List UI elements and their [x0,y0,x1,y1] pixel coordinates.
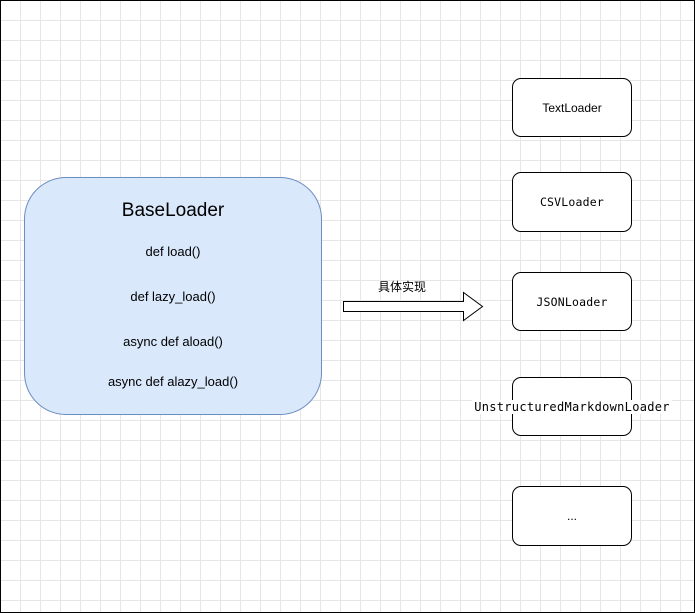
arrow-shape [343,291,484,322]
method-load: def load() [145,244,201,259]
loader-box-text: TextLoader [512,78,632,137]
method-lazy-load: def lazy_load() [130,289,216,304]
loader-label-unstructured-markdown: UnstructuredMarkdownLoader [472,399,672,414]
loader-label-more: ... [566,509,577,523]
loader-label-json: JSONLoader [536,294,608,309]
loader-box-more: ... [512,486,632,546]
loader-label-csv: CSVLoader [539,195,605,209]
base-loader-title: BaseLoader [121,200,225,221]
base-loader-node: BaseLoader def load() def lazy_load() as… [24,177,322,415]
method-alazy-load: async def alazy_load() [107,374,239,389]
loader-box-json: JSONLoader [512,272,632,331]
arrow-label: 具体实现 [377,280,426,294]
loader-box-unstructured-markdown: UnstructuredMarkdownLoader [472,377,672,436]
method-aload: async def aload() [123,334,223,349]
loader-label-text: TextLoader [542,100,602,115]
loader-box-csv: CSVLoader [512,172,632,232]
